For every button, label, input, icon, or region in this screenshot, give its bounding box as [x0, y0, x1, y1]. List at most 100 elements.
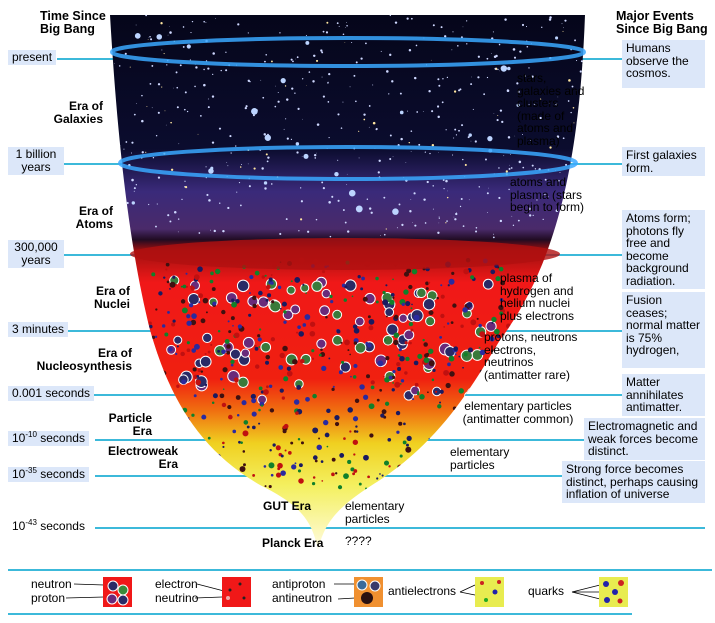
particle-dot — [413, 76, 417, 80]
particle-dot — [466, 43, 468, 45]
legend-antiproton: antiproton — [272, 577, 326, 591]
particle-dot — [366, 198, 369, 200]
particle-dot — [220, 69, 222, 72]
particle-dot — [340, 341, 343, 344]
particle-dot — [446, 196, 449, 199]
particle-dot — [170, 121, 172, 124]
particle-dot — [277, 467, 281, 471]
particle-dot — [167, 310, 170, 314]
particle-dot — [397, 366, 402, 371]
particle-dot — [493, 233, 495, 235]
particle-dot — [269, 408, 275, 413]
particle-dot — [329, 235, 332, 238]
particle-dot — [248, 292, 251, 294]
particle-dot — [542, 218, 544, 221]
particle-dot — [275, 472, 282, 478]
particle-dot — [133, 190, 135, 192]
particle-dot — [221, 402, 227, 408]
particle-dot — [415, 44, 418, 47]
particle-dot — [197, 133, 199, 135]
particle-dot — [245, 105, 248, 108]
particle-dot — [252, 114, 255, 117]
particle-dot — [228, 330, 232, 334]
particle-dot — [118, 65, 121, 67]
particle-dot — [497, 68, 499, 71]
particle-dot — [201, 414, 207, 420]
particle-dot — [383, 460, 390, 466]
particle-dot — [279, 32, 281, 34]
particle-dot — [156, 34, 163, 40]
particle-dot — [315, 59, 319, 62]
particle-dot — [283, 423, 289, 429]
particle-dot — [200, 370, 204, 373]
particle-dot — [291, 87, 294, 90]
particle-dot — [482, 278, 494, 290]
particle-dot — [297, 325, 301, 329]
time-base: 10 — [12, 519, 26, 533]
particle-dot — [499, 219, 503, 223]
particle-dot — [261, 275, 265, 279]
particle-dot — [450, 321, 454, 325]
particle-dot — [366, 374, 371, 379]
particle-dot — [485, 320, 497, 332]
particle-dot — [191, 348, 197, 353]
particle-dot — [235, 145, 237, 147]
particle-dot — [428, 281, 431, 284]
particle-dot — [349, 430, 352, 433]
particle-dot — [293, 399, 300, 405]
legend-proton: proton — [31, 591, 66, 605]
particle-dot — [505, 170, 508, 173]
particle-dot — [349, 86, 351, 88]
particle-dot — [406, 268, 412, 274]
particle-dot — [141, 94, 143, 97]
particle-dot — [321, 181, 324, 184]
left-header: Time Since Big Bang — [40, 9, 106, 36]
particle-dot — [182, 46, 185, 48]
particle-dot — [346, 184, 348, 186]
particle-dot — [443, 369, 450, 376]
particle-dot — [499, 311, 504, 316]
particle-dot — [298, 463, 303, 468]
particle-dot — [290, 280, 293, 283]
particle-dot — [446, 322, 450, 325]
particle-dot — [355, 430, 359, 433]
particle-dot — [416, 287, 427, 299]
particle-dot — [326, 21, 329, 24]
particle-dot — [247, 163, 249, 165]
particle-dot — [141, 119, 144, 123]
particle-dot — [385, 355, 390, 361]
particle-dot — [568, 79, 571, 82]
particle-dot — [185, 272, 188, 275]
particle-dot — [206, 193, 209, 197]
particle-dot — [212, 73, 214, 75]
particle-dot — [205, 311, 208, 314]
particle-dot — [410, 130, 413, 132]
particle-dot — [405, 443, 409, 447]
particle-dot — [369, 433, 374, 438]
particle-dot — [147, 38, 149, 40]
particle-dot — [428, 348, 434, 354]
particle-dot — [498, 196, 501, 200]
particle-dot — [392, 208, 399, 215]
particle-dot — [468, 199, 470, 201]
particle-dot — [197, 266, 203, 272]
particle-dot — [295, 142, 300, 146]
particle-dot — [228, 414, 233, 420]
particle-dot — [328, 201, 331, 204]
content-atoms: atoms and plasma (stars begin to form) — [510, 175, 585, 214]
particle-dot — [470, 140, 472, 142]
particle-dot — [524, 74, 526, 77]
particle-dot — [390, 293, 395, 297]
particle-dot — [486, 57, 489, 60]
particle-dot — [286, 366, 292, 371]
particle-dot — [446, 190, 448, 192]
particle-dot — [437, 115, 440, 119]
particle-dot — [250, 393, 256, 400]
particle-dot — [453, 137, 455, 139]
particle-dot — [508, 188, 510, 191]
particle-dot — [334, 421, 340, 427]
particle-dot — [320, 460, 324, 463]
content-gut: elementary particles — [345, 499, 405, 526]
particle-dot — [510, 167, 513, 169]
